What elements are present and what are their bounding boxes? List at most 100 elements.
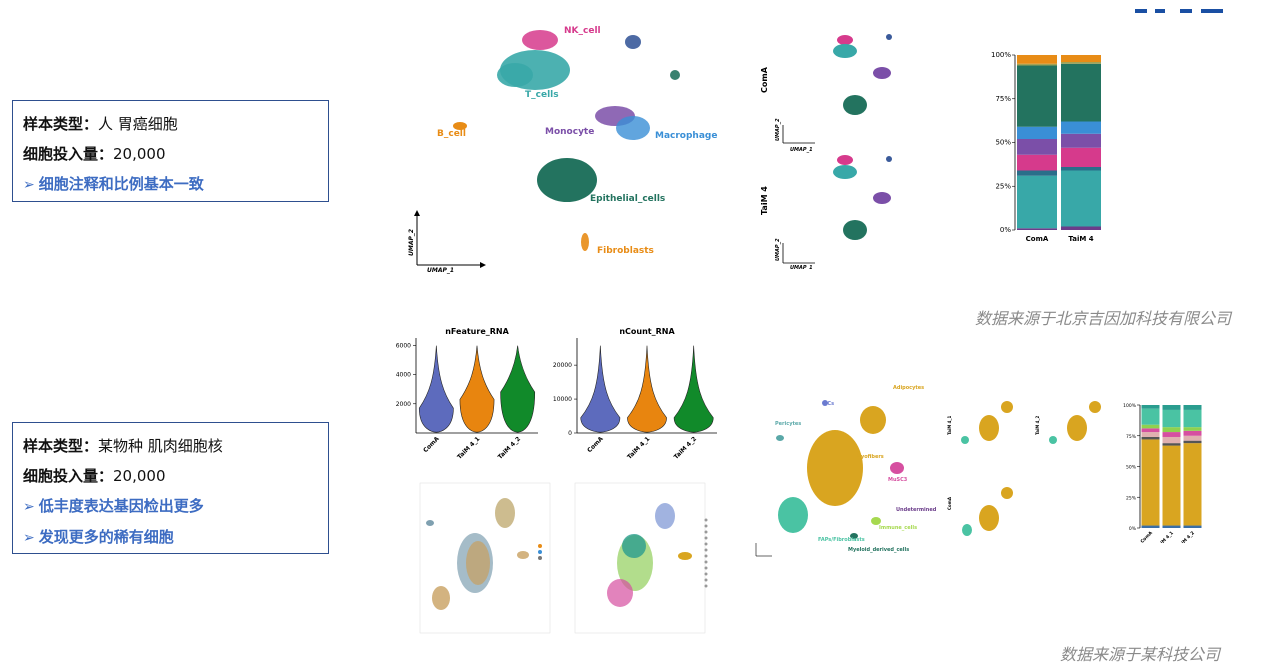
x-tick-label: ComA [422,435,441,454]
bar-segment [1162,525,1181,528]
bar-segment [1183,409,1202,428]
umap-plot-cluster-overlay [574,482,708,634]
cell-input-line: 细胞投入量：20,000 [23,145,166,163]
y-tick-label: 50% [995,139,1011,147]
bullet-item: ➢低丰度表达基因检出更多 [23,497,204,515]
y-tick-label: 0% [1000,226,1011,234]
violin-shape [627,345,667,433]
bar-segment [1061,167,1101,171]
bar-segment [1017,175,1057,229]
bullet-item: ➢细胞注释和比例基本一致 [23,175,204,193]
x-tick-label: ComA [1139,530,1154,543]
umap-split-top [833,34,892,115]
bar-segment [1162,436,1181,444]
bar-segment [1162,405,1181,410]
y-tick-label: 50% [1126,465,1137,471]
axis-label-y: UMAP_2 [775,118,781,141]
bar-segment [1183,435,1202,441]
axis-label-y: UMAP_2 [775,238,781,261]
chart-title: nFeature_RNA [445,327,509,336]
bar-segment [1183,427,1202,431]
axis-label-x: UMAP_1 [427,267,454,274]
bullet-item: ➢发现更多的稀有细胞 [23,528,174,546]
y-tick-label: 6000 [396,342,411,349]
x-tick-label: TaiM 4_2 [497,435,522,460]
umap-plot-sample-overlay [419,482,551,634]
data-source-note: 数据来源于北京吉因加科技有限公司 [975,309,1232,328]
split-label-taim42: TaiM 4_2 [1035,416,1040,435]
cluster-label-macrophage: Macrophage [655,131,717,141]
bar-segment [1162,432,1181,437]
bar-segment [1141,436,1160,440]
cluster-label-adipocytes: Adipocytes [893,385,924,391]
bar-segment [1017,65,1057,127]
split-label-taim4: TaiM 4 [760,186,769,215]
y-tick-label: 4000 [396,372,411,379]
bar-segment [1183,440,1202,444]
violin-shape [459,345,495,433]
x-tick-label: TaiM 4 [1068,235,1093,243]
cluster-label-t: T_cells [525,90,559,100]
axis-label-x: UMAP_1 [790,147,813,153]
bar-segment [1183,525,1202,528]
bar-segment [1061,133,1101,148]
bar-segment [1162,443,1181,446]
split-label-coma: ComA [760,66,769,93]
x-tick-label: ComA [1026,235,1049,243]
y-tick-label: 25% [1126,495,1137,501]
arrow-bullet-icon: ➢ [23,530,35,546]
cluster-label-myofibers: Myofibers [856,454,884,460]
arrow-bullet-icon: ➢ [23,177,35,193]
cluster-label-pericytes: Pericytes [775,421,801,427]
violin-shape [580,345,621,433]
x-tick-label: TaiM 4_2 [1176,530,1196,543]
bar-segment [1061,121,1101,134]
bar-segment [1141,428,1160,433]
bar-segment [1017,63,1057,66]
cell-input-line: 细胞投入量：20,000 [23,467,166,485]
sample-info-box-2: 样本类型：某物种 肌肉细胞核 细胞投入量：20,000 ➢低丰度表达基因检出更多… [12,422,329,554]
cluster-label-nk: NK_cell [564,26,601,36]
x-tick-label: TaiM 4_1 [456,435,481,460]
violin-shape [418,345,454,433]
umap-split-bottom [833,155,892,240]
umap-split-panel [961,401,1013,444]
cluster-label-faps: FAPs/Fibroblasts [818,537,865,543]
cluster-label-fibroblasts: Fibroblasts [597,246,654,256]
sample-type-line: 样本类型：人 胃癌细胞 [23,115,178,133]
bar-segment [1183,405,1202,410]
split-label-coma: ComA [947,496,952,510]
bar-segment [1061,170,1101,227]
y-tick-label: 100% [1123,403,1137,409]
umap-split-plot: ComA TaiM 4 UMAP_1 UMAP_1 UMAP_2 UMAP_2 [760,34,892,270]
y-tick-label: 100% [991,51,1011,59]
cluster-label-immune: Immune_cells [879,525,917,531]
cluster-label-myeloid: Myeloid_derived_cells [848,547,909,553]
y-tick-label: 0 [568,430,572,437]
bar-segment [1017,154,1057,171]
y-tick-label: 0% [1129,526,1137,532]
bar-segment [1183,443,1202,526]
bar-segment [1162,445,1181,526]
y-tick-label: 75% [1126,434,1137,440]
umap-split-panel [962,487,1013,536]
umap-plot-muscle-annotated: Adipocytes ECs Pericytes Myofibers MuSC3… [755,385,937,557]
bar-segment [1017,228,1057,230]
bar-segment [1017,139,1057,155]
cluster-label-b: B_cell [437,129,466,139]
umap-clusters [453,30,680,251]
cluster-label-epithelial: Epithelial_cells [590,194,665,204]
chart-title: nCount_RNA [619,327,675,336]
violin-shape [500,345,536,433]
bar-segment [1061,62,1101,64]
cluster-label-undetermined: Undetermined [896,507,937,513]
sample-info-box-1: 样本类型：人 胃癌细胞 细胞投入量：20,000 ➢细胞注释和比例基本一致 [12,100,329,202]
arrow-bullet-icon: ➢ [23,499,35,515]
y-tick-label: 20000 [553,362,572,369]
umap-plot-gastric: NK_cell T_cells B_cell Monocyte Macropha… [408,26,717,274]
x-tick-label: TaiM 4_2 [673,435,698,460]
y-tick-label: 10000 [553,396,572,403]
x-tick-label: TaiM 4_1 [626,435,651,460]
